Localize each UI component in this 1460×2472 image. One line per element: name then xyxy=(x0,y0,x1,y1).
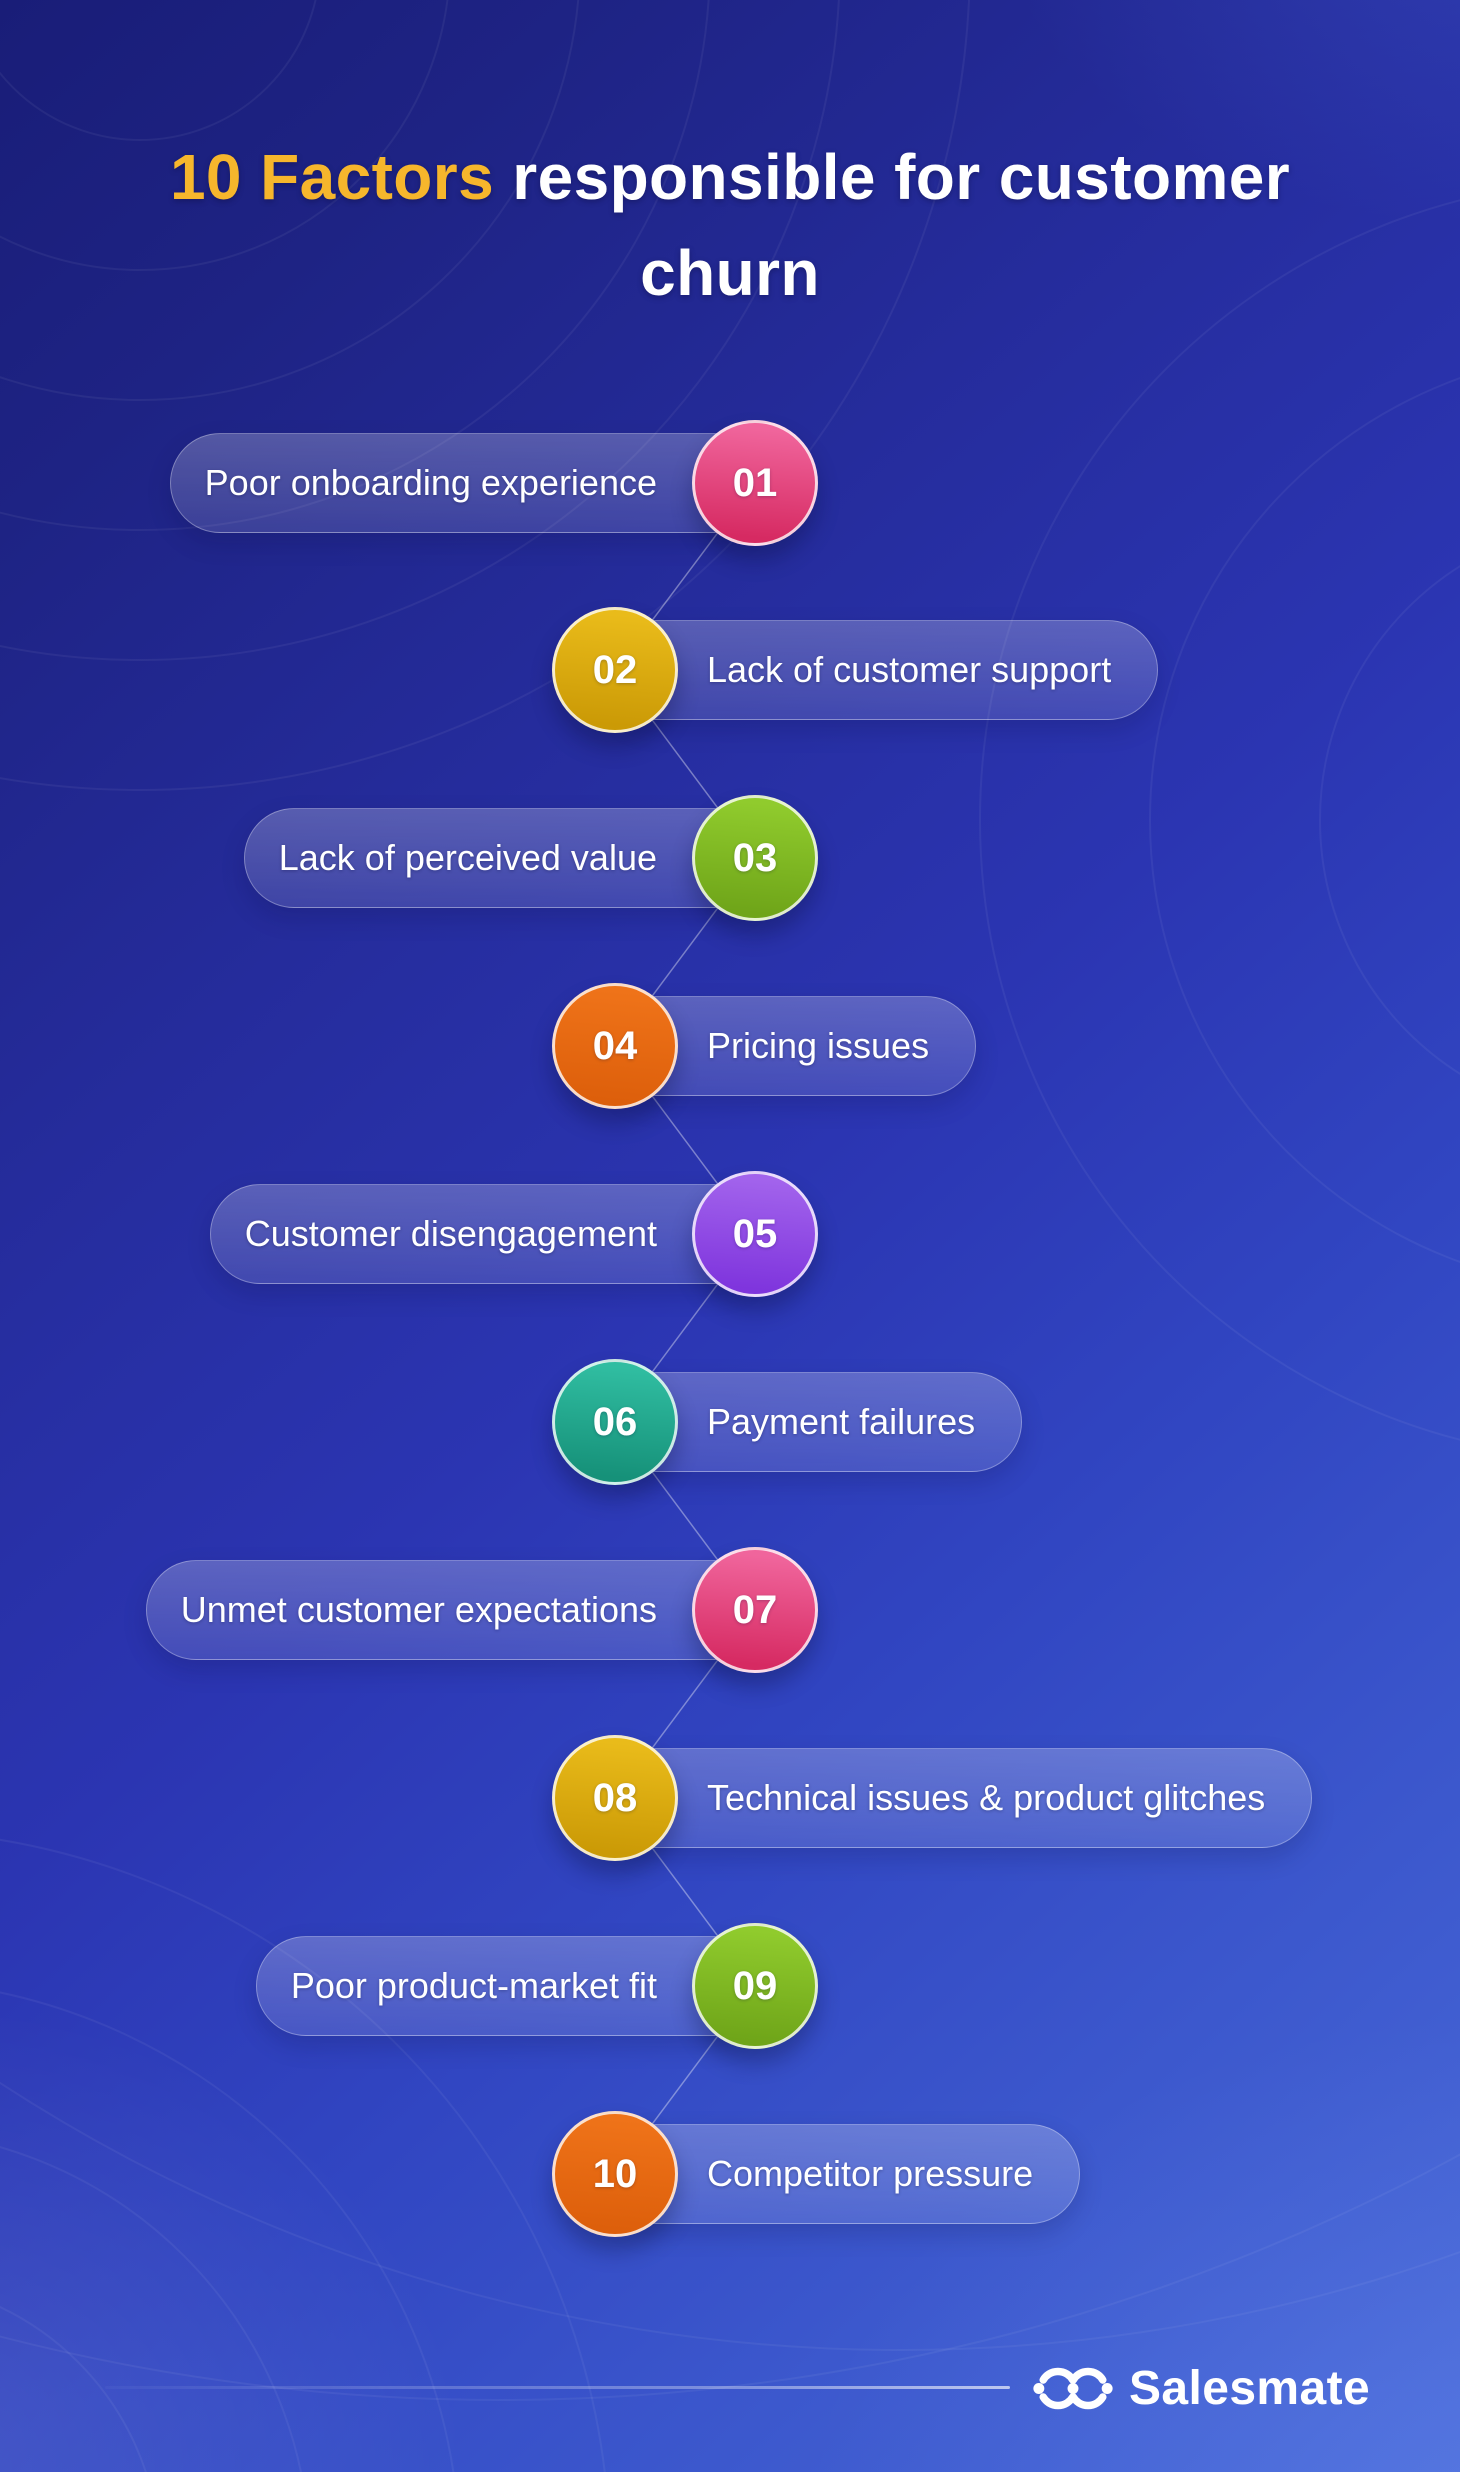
factor-item-07: Unmet customer expectations 07 xyxy=(145,1547,818,1673)
factor-label: Competitor pressure xyxy=(707,2153,1034,2194)
factor-number: 03 xyxy=(732,835,778,880)
factor-pill: Customer disengagement xyxy=(209,1184,764,1284)
factor-pill: Poor product-market fit xyxy=(255,1936,764,2036)
brand-logo: Salesmate xyxy=(1032,2352,1370,2424)
factor-number-badge: 10 xyxy=(552,2111,678,2237)
factor-number: 09 xyxy=(732,1963,778,2008)
factor-item-08: 08 Technical issues & product glitches xyxy=(552,1735,1313,1861)
factor-number-badge: 09 xyxy=(692,1923,818,2049)
factor-pill: Poor onboarding experience xyxy=(169,433,764,533)
factor-pill: Technical issues & product glitches xyxy=(606,1748,1313,1848)
zigzag-connector-line xyxy=(614,482,756,2175)
salesmate-chain-icon xyxy=(1033,2367,1113,2409)
factor-number-badge: 07 xyxy=(692,1547,818,1673)
factor-label: Poor product-market fit xyxy=(290,1965,657,2006)
factor-number-badge: 08 xyxy=(552,1735,678,1861)
factor-number: 05 xyxy=(732,1211,778,1256)
brand-name: Salesmate xyxy=(1129,2361,1371,2415)
title-rest: responsible for customer churn xyxy=(494,140,1291,309)
page-title: 10 Factors responsible for customer chur… xyxy=(120,129,1340,321)
factor-label: Lack of customer support xyxy=(707,649,1112,690)
factor-item-02: 02 Lack of customer support xyxy=(552,607,1159,733)
factor-pill: Lack of customer support xyxy=(606,620,1159,720)
factor-number: 04 xyxy=(592,1023,638,1068)
footer-divider-line xyxy=(105,2386,1010,2389)
factor-pill: Unmet customer expectations xyxy=(145,1560,764,1660)
factor-label: Pricing issues xyxy=(707,1025,930,1066)
factor-number-badge: 02 xyxy=(552,607,678,733)
factor-item-03: Lack of perceived value 03 xyxy=(243,795,818,921)
factor-pill: Lack of perceived value xyxy=(243,808,764,908)
factor-number: 02 xyxy=(592,647,638,692)
factor-number: 10 xyxy=(592,2151,638,2196)
factor-number: 06 xyxy=(592,1399,638,1444)
factor-label: Lack of perceived value xyxy=(278,837,657,878)
factor-item-01: Poor onboarding experience 01 xyxy=(169,420,818,546)
title-highlight: 10 Factors xyxy=(169,140,495,213)
factor-number-badge: 05 xyxy=(692,1171,818,1297)
factor-item-05: Customer disengagement 05 xyxy=(209,1171,818,1297)
factor-number: 07 xyxy=(732,1587,778,1632)
factor-label: Technical issues & product glitches xyxy=(707,1777,1266,1818)
factor-item-04: 04 Pricing issues xyxy=(552,983,977,1109)
factor-label: Poor onboarding experience xyxy=(204,462,657,503)
factor-number-badge: 01 xyxy=(692,420,818,546)
factor-number-badge: 04 xyxy=(552,983,678,1109)
factor-item-06: 06 Payment failures xyxy=(552,1359,1023,1485)
factor-label: Payment failures xyxy=(707,1401,976,1442)
factor-pill: Competitor pressure xyxy=(606,2124,1081,2224)
factor-label: Unmet customer expectations xyxy=(180,1589,657,1630)
factor-number-badge: 03 xyxy=(692,795,818,921)
factor-number-badge: 06 xyxy=(552,1359,678,1485)
factor-number: 01 xyxy=(732,460,778,505)
factor-label: Customer disengagement xyxy=(244,1213,657,1254)
factor-item-09: Poor product-market fit 09 xyxy=(255,1923,818,2049)
factor-item-10: 10 Competitor pressure xyxy=(552,2111,1081,2237)
factor-number: 08 xyxy=(592,1775,638,1820)
